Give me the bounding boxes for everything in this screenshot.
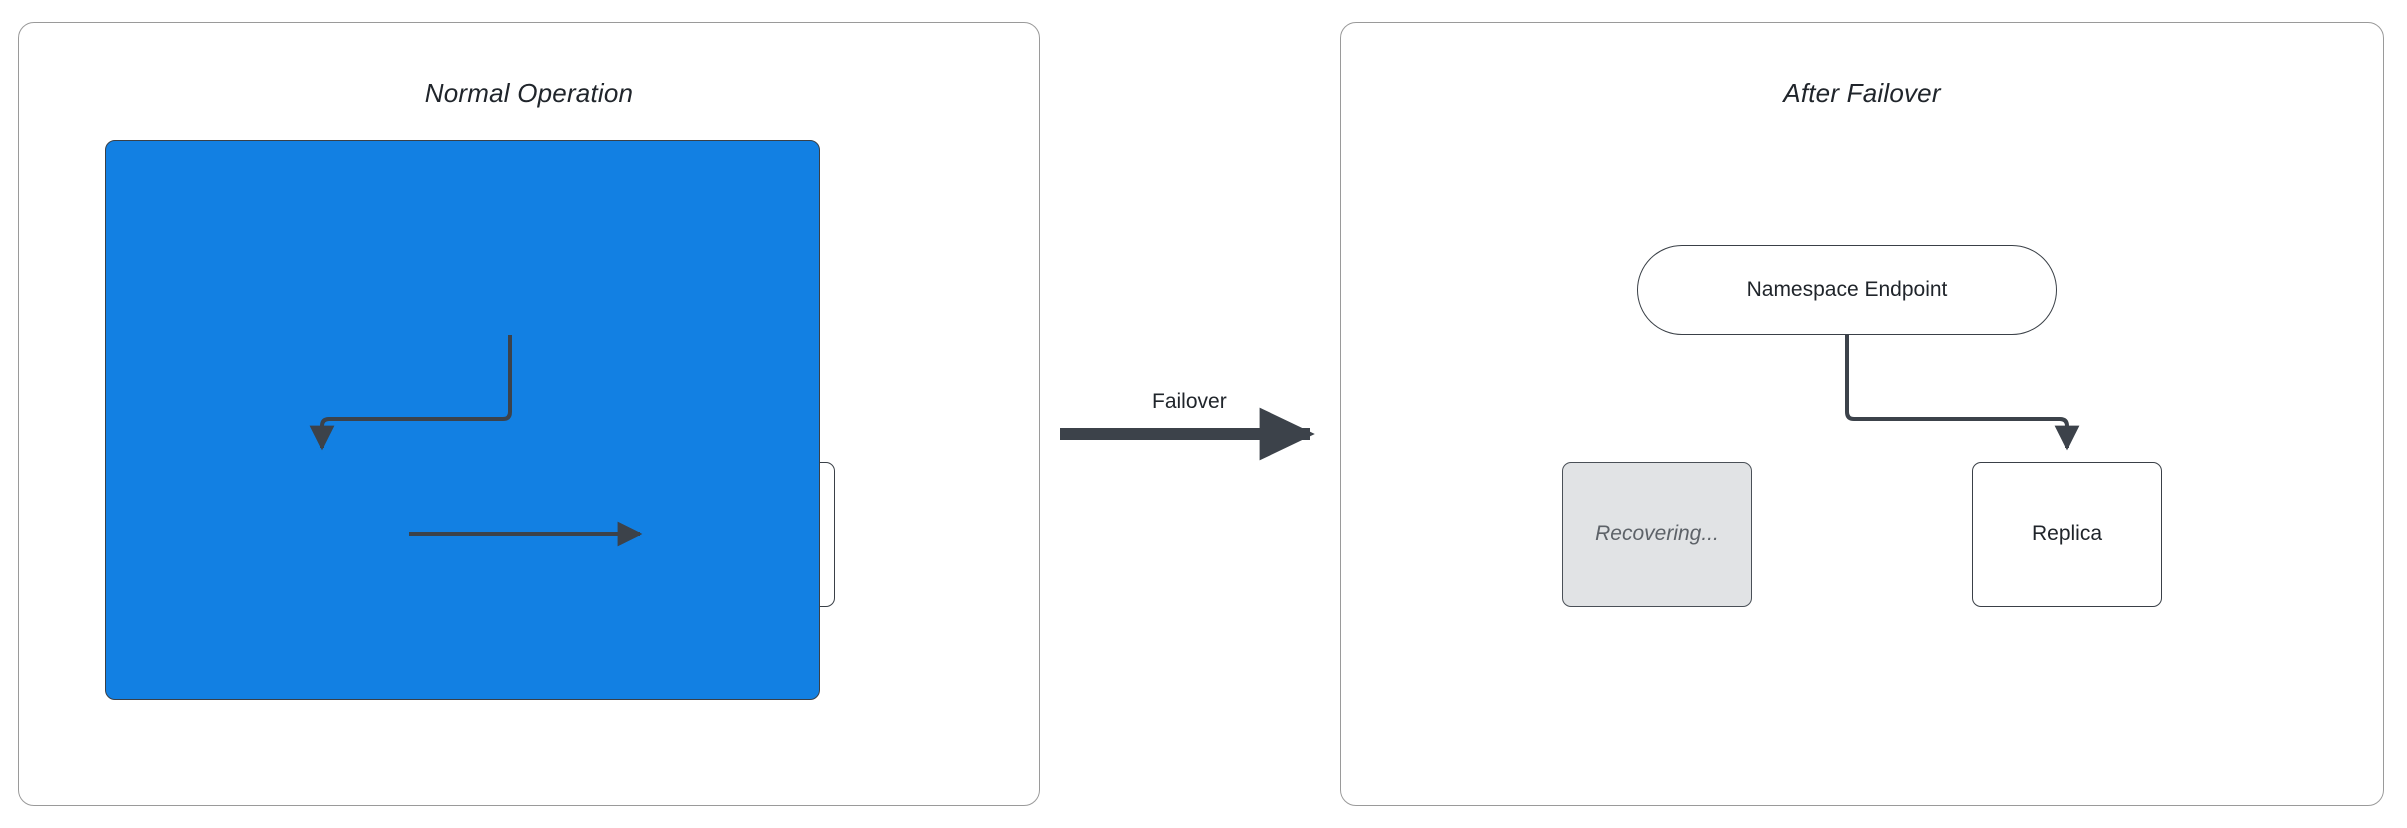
- node-recovering[interactable]: Recovering...: [1562, 462, 1752, 607]
- panel-title-normal-operation: Normal Operation: [424, 78, 634, 108]
- blue-region-after-failover: [105, 140, 820, 700]
- transition-label-failover: Failover: [1152, 390, 1227, 413]
- node-replica-failover[interactable]: Replica: [1972, 462, 2162, 607]
- node-namespace-endpoint-failover[interactable]: Namespace Endpoint: [1637, 245, 2057, 335]
- panel-title-after-failover: After Failover: [1783, 78, 1941, 108]
- panel-after-failover: After Failover: [1340, 22, 2384, 806]
